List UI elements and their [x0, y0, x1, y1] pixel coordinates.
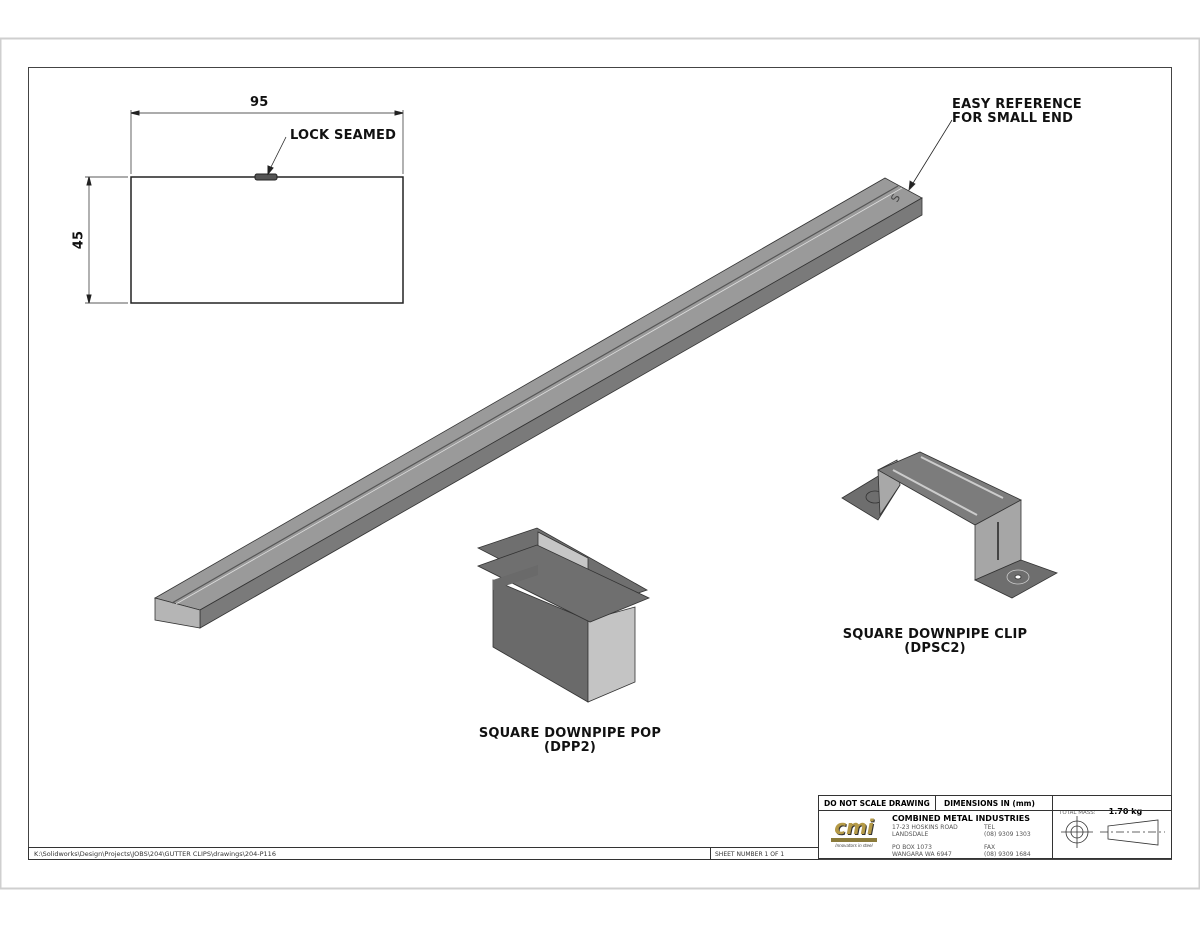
third-angle-projection-symbol: [1061, 816, 1165, 848]
lock-seamed-callout: LOCK SEAMED: [290, 128, 397, 143]
sheet-outer-border: [0, 37, 1200, 890]
easy-reference-line1: EASY REFERENCE: [952, 97, 1082, 112]
file-path: K:\Solidworks\Design\Projects\JOBS\204\G…: [28, 847, 711, 860]
lock-seam: [254, 173, 278, 181]
cmi-logo: cmi Innovators in steel: [831, 817, 877, 848]
pop-side-face: [587, 606, 636, 703]
width-dimension: 95: [250, 95, 269, 110]
total-mass-label: TOTAL MASS:: [1059, 810, 1096, 816]
profile-rectangle: [130, 176, 404, 304]
logo-tagline: Innovators in steel: [835, 843, 873, 848]
tel-label: TEL: [984, 824, 995, 831]
pipe-seam: [171, 185, 899, 604]
easy-reference-line2: FOR SMALL END: [952, 111, 1074, 126]
downpipe-isometric: S: [153, 119, 953, 629]
address-line2: LANDSDALE: [892, 831, 929, 838]
postal-address: PO BOX 1073 WANGARA WA 6947: [892, 844, 952, 858]
pop-name: SQUARE DOWNPIPE POP: [478, 726, 662, 741]
po-line2: WANGARA WA 6947: [892, 851, 952, 858]
po-line1: PO BOX 1073: [892, 844, 932, 851]
do-not-scale-cell: DO NOT SCALE DRAWING: [818, 795, 936, 811]
height-dimension: 45: [71, 230, 87, 250]
clip-code: (DPSC2): [904, 641, 966, 656]
address-line1: 17-23 HOSKINS ROAD: [892, 824, 958, 831]
company-cell: cmi Innovators in steel COMBINED METAL I…: [818, 810, 1053, 859]
clip-name: SQUARE DOWNPIPE CLIP: [842, 627, 1028, 642]
fax-value: (08) 9309 1684: [984, 851, 1031, 858]
pipe-end-face: [154, 597, 201, 629]
dimensions-cell: DIMENSIONS IN (mm): [935, 795, 1053, 811]
street-address: 17-23 HOSKINS ROAD LANDSDALE: [892, 824, 958, 838]
tel-value: (08) 9309 1303: [984, 831, 1031, 838]
sheet-number: SHEET NUMBER 1 OF 1: [710, 847, 819, 860]
total-mass-cell: TOTAL MASS: 1.70 kg: [1052, 795, 1172, 816]
fax: FAX (08) 9309 1684: [984, 844, 1031, 858]
easy-reference-leader: [909, 119, 953, 189]
easy-reference-note: EASY REFERENCE FOR SMALL END: [952, 98, 1082, 126]
company-name: COMBINED METAL INDUSTRIES: [892, 814, 1031, 823]
downpipe-clip-isometric: [841, 451, 1058, 599]
clip-label: SQUARE DOWNPIPE CLIP (DPSC2): [835, 628, 1035, 656]
profile-view: [85, 110, 404, 304]
telephone: TEL (08) 9309 1303: [984, 824, 1031, 838]
fax-label: FAX: [984, 844, 996, 851]
downpipe-pop-isometric: [476, 527, 650, 703]
pop-code: (DPP2): [544, 740, 596, 755]
logo-text: cmi: [834, 815, 874, 839]
total-mass-value: 1.70 kg: [1108, 807, 1143, 816]
projection-cell: [1052, 810, 1172, 859]
pop-label: SQUARE DOWNPIPE POP (DPP2): [470, 727, 670, 755]
pop-front-flap: [476, 544, 650, 623]
